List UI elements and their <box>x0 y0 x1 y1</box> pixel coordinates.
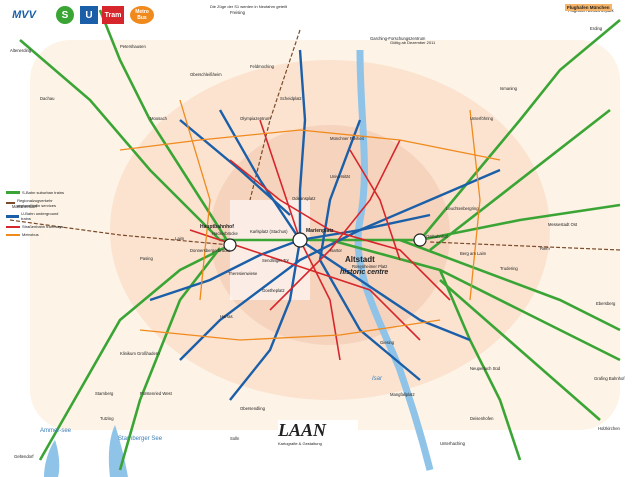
station-label: Obersendling <box>240 406 266 411</box>
station-label: Moosach <box>150 116 168 121</box>
station-label: Starnberg <box>95 391 114 396</box>
station-label: Pasing <box>140 256 153 261</box>
legend-label: S-Bahn suburban trains <box>22 190 65 195</box>
station-label: Münchner Freiheit <box>330 136 365 141</box>
station-label: Universität <box>330 174 351 179</box>
station-label: Olympiazentrum <box>240 116 271 121</box>
legend-item: Regionalzugverkehr regional train servic… <box>6 198 66 208</box>
station-label: Petershausen <box>120 44 147 49</box>
ostbahnhof-marker <box>413 233 427 247</box>
station-label: Ostbahnhof <box>426 234 448 239</box>
legend-swatch <box>6 225 20 228</box>
legend-swatch <box>6 191 20 194</box>
station-label: Mangfallplatz <box>390 392 415 397</box>
station-label: Garching-Forschungszentrum <box>370 36 426 41</box>
station-label: Freising <box>230 10 246 15</box>
station-label: Dachau <box>40 96 55 101</box>
mvv-logo: MVV <box>8 6 40 24</box>
u-logo: U <box>80 6 98 24</box>
station-label: Harras <box>220 314 233 319</box>
station-label: Isartor <box>330 248 342 253</box>
ammersee-label: Ammer-see <box>40 428 72 434</box>
legend-label: Metrobus <box>22 232 39 237</box>
legend: S-Bahn suburban trains Regionalzugverkeh… <box>6 190 66 237</box>
station-label: Karlsplatz (Stachus) <box>250 229 288 234</box>
historic-centre-label: historic centre <box>340 269 388 276</box>
station-label: Oberschleißheim <box>190 72 222 77</box>
station-label: Feldmoching <box>250 64 275 69</box>
station-label: Donnersbergerbrücke <box>190 248 231 253</box>
station-label: Goetheplatz <box>262 288 285 293</box>
station-label: Odeonsplatz <box>292 196 316 201</box>
station-label: Leuchtenbergring <box>446 206 479 211</box>
hbf-marker <box>223 238 237 252</box>
station-label: Trudering <box>500 266 518 271</box>
station-label: Unterhaching <box>440 441 466 446</box>
station-label: Berg am Laim <box>460 251 487 256</box>
station-label: Scheidplatz <box>280 96 302 101</box>
station-label: Klinikum Großhadern <box>120 351 160 356</box>
validity-note: Gültig ab Dezember 2011 <box>390 40 436 45</box>
station-label: Hackerbrücke <box>212 231 239 236</box>
legend-swatch <box>6 202 16 204</box>
tram-logo: Tram <box>102 6 124 24</box>
starnberger-see-label: Starnberger See <box>118 436 163 442</box>
regional-lines <box>9 29 621 251</box>
station-label: Neuperlach Süd <box>470 366 501 371</box>
credit-box: LAAN Kartografie & Gestaltung <box>278 420 358 460</box>
station-label: Laim <box>175 236 185 241</box>
legend-item: Metrobus <box>6 232 66 237</box>
laan-subtitle: Kartografie & Gestaltung <box>278 441 322 446</box>
station-label: Altenerding <box>10 48 32 53</box>
metrobus-logo: Metro Bus <box>130 6 154 24</box>
legend-swatch <box>6 233 20 236</box>
station-label: Ebersberg <box>596 301 616 306</box>
legend-label: Straßenbahn tramways <box>22 224 64 229</box>
s-logo: S <box>56 6 74 24</box>
airport-tag: Flughafen München <box>565 4 612 11</box>
legend-label: Regionalzugverkehr regional train servic… <box>17 198 56 208</box>
station-label: Solln <box>230 436 240 441</box>
laan-logo: LAAN <box>278 420 327 440</box>
legend-item: Straßenbahn tramways <box>6 224 66 229</box>
marienplatz-label: Marienplatz <box>306 228 334 234</box>
station-label: Erding <box>590 26 603 31</box>
isar-river <box>354 49 434 471</box>
altstadt-label: Altstadt <box>345 255 375 264</box>
station-label: Messestadt Ost <box>548 222 578 227</box>
metrobus-lines <box>119 99 501 341</box>
notice-top: Die Züge der S1 werden in Neufahrn getei… <box>210 4 287 9</box>
legend-label: U-Bahn underground trains <box>21 211 59 221</box>
station-label: Deisenhofen <box>470 416 494 421</box>
station-label: Mammendorf <box>12 204 38 209</box>
station-label: Grafing Bahnhof <box>594 376 625 381</box>
station-label: Theresienwiese <box>228 271 258 276</box>
isar-label: Isar <box>372 376 383 382</box>
station-label: Rosenheimer Platz <box>352 264 387 269</box>
station-label: Unterföhring <box>470 116 494 121</box>
sbahn-lines <box>19 9 621 471</box>
hbf-label: Hauptbahnhof <box>200 224 234 230</box>
station-label: Tutzing <box>100 416 114 421</box>
starnberger-see <box>108 425 128 477</box>
ammersee <box>44 440 60 477</box>
station-label: Giesing <box>380 340 395 345</box>
station-label: Geltendorf <box>14 454 34 459</box>
legend-item: S-Bahn suburban trains <box>6 190 66 195</box>
legend-item: U-Bahn underground trains <box>6 211 66 221</box>
marienplatz-marker <box>292 232 308 248</box>
station-label: Ismaning <box>500 86 518 91</box>
station-label: Holzkirchen <box>598 426 621 431</box>
station-label: Fürstenried West <box>140 391 173 396</box>
station-label: Riem <box>540 246 550 251</box>
station-label: Sendlinger Tor <box>262 258 290 263</box>
legend-swatch <box>6 214 20 218</box>
